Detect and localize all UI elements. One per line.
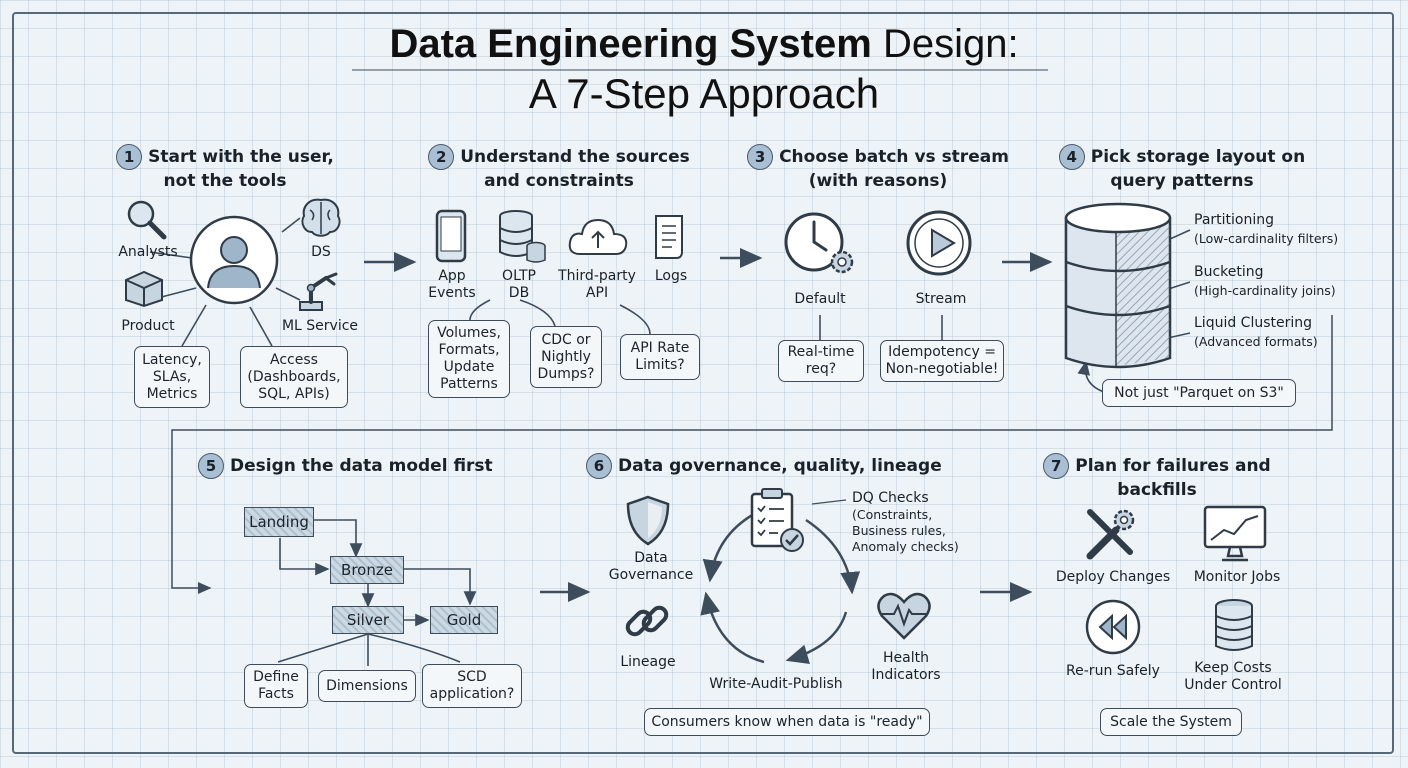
latency-box: Latency,SLAs,Metrics — [134, 346, 210, 408]
robot-arm-icon — [299, 272, 338, 311]
rewind-icon — [1085, 599, 1141, 655]
dimensions-box: Dimensions — [318, 670, 416, 702]
partitioning-sub: (Low-cardinality filters) — [1194, 231, 1339, 246]
shield-icon — [626, 495, 670, 546]
bronze-layer: Bronze — [330, 556, 404, 584]
partitioning-label: Partitioning — [1194, 212, 1274, 228]
stream-label: Stream — [915, 291, 967, 307]
heart-pulse-icon — [877, 592, 931, 640]
analysts-label: Analysts — [118, 244, 178, 260]
cloud-icon — [568, 218, 628, 255]
ml-service-label: ML Service — [281, 318, 359, 334]
product-label: Product — [121, 318, 175, 334]
link-chain-icon — [625, 605, 669, 637]
idempotency-box: Idempotency =Non-negotiable! — [880, 340, 1004, 382]
dq-checks-sub: (Constraints,Business rules,Anomaly chec… — [852, 507, 959, 554]
dq-checks-title: DQ Checks — [852, 490, 929, 506]
clock-gear-icon — [784, 212, 854, 274]
magnifier-icon — [127, 200, 167, 240]
lineage-label: Lineage — [620, 654, 676, 670]
storage-cylinder-icon — [1064, 202, 1172, 369]
landing-layer: Landing — [244, 507, 314, 537]
monitor-jobs-label: Monitor Jobs — [1193, 569, 1281, 585]
clipboard-check-icon — [750, 488, 804, 552]
page-subtitle: A 7-Step Approach — [528, 70, 880, 117]
ready-box: Consumers know when data is "ready" — [644, 708, 930, 736]
brain-icon — [301, 198, 341, 237]
clustering-sub: (Advanced formats) — [1194, 334, 1318, 349]
access-box: Access(Dashboards,SQL, APIs) — [240, 346, 348, 408]
monitor-chart-icon — [1203, 505, 1267, 562]
default-label: Default — [794, 291, 846, 307]
wap-label: Write-Audit-Publish — [709, 676, 843, 692]
coin-stack-icon — [1215, 599, 1253, 651]
parquet-note-box: Not just "Parquet on S3" — [1102, 379, 1296, 407]
page-title: Data Engineering System Design: — [389, 22, 1019, 66]
rerun-safely-label: Re-run Safely — [1066, 663, 1160, 679]
clustering-label: Liquid Clustering — [1194, 315, 1313, 331]
scale-system-box: Scale the System — [1100, 708, 1242, 736]
deploy-changes-label: Deploy Changes — [1055, 569, 1171, 585]
user-avatar-icon — [189, 215, 279, 305]
play-icon — [906, 210, 972, 276]
smartphone-icon — [435, 209, 467, 263]
ds-label: DS — [311, 244, 331, 260]
logs-label: Logs — [654, 268, 688, 284]
scroll-log-icon — [655, 215, 683, 259]
database-icon — [499, 210, 546, 263]
box-icon — [125, 270, 163, 308]
bucketing-label: Bucketing — [1194, 264, 1264, 280]
gold-layer: Gold — [430, 606, 498, 634]
bucketing-sub: (High-cardinality joins) — [1194, 283, 1336, 298]
diagram-frame — [12, 12, 1394, 754]
silver-layer: Silver — [332, 606, 404, 634]
wrench-gear-icon — [1086, 509, 1135, 560]
